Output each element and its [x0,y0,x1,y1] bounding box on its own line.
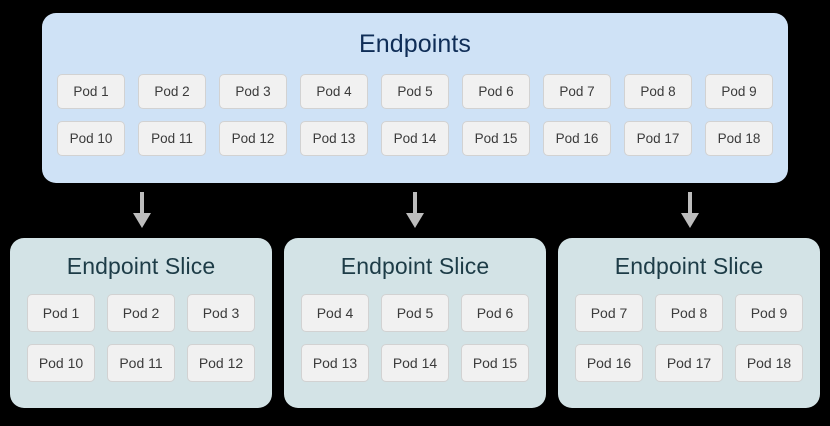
pod-chip[interactable]: Pod 18 [705,121,773,156]
pod-chip[interactable]: Pod 14 [381,344,449,382]
endpoints-pod-row-2: Pod 10 Pod 11 Pod 12 Pod 13 Pod 14 Pod 1… [57,121,773,156]
endpoint-slice-3: Endpoint Slice Pod 7 Pod 8 Pod 9 Pod 16 … [558,238,820,408]
endpoint-slice-1: Endpoint Slice Pod 1 Pod 2 Pod 3 Pod 10 … [10,238,272,408]
pod-chip[interactable]: Pod 15 [462,121,530,156]
pod-chip[interactable]: Pod 7 [543,74,611,109]
pod-chip[interactable]: Pod 9 [735,294,803,332]
pod-chip[interactable]: Pod 3 [187,294,255,332]
pod-chip[interactable]: Pod 13 [300,121,368,156]
pod-chip[interactable]: Pod 14 [381,121,449,156]
pod-chip[interactable]: Pod 2 [138,74,206,109]
pod-chip[interactable]: Pod 16 [543,121,611,156]
endpoint-slice-pod-row-2: Pod 16 Pod 17 Pod 18 [575,344,803,382]
endpoints-title: Endpoints [358,30,472,58]
pod-chip[interactable]: Pod 12 [219,121,287,156]
endpoints-pod-row-1: Pod 1 Pod 2 Pod 3 Pod 4 Pod 5 Pod 6 Pod … [57,74,773,109]
pod-chip[interactable]: Pod 8 [624,74,692,109]
pod-chip[interactable]: Pod 10 [27,344,95,382]
pod-chip[interactable]: Pod 13 [301,344,369,382]
pod-chip[interactable]: Pod 16 [575,344,643,382]
pod-chip[interactable]: Pod 17 [624,121,692,156]
pod-chip[interactable]: Pod 11 [138,121,206,156]
endpoint-slice-pod-row-1: Pod 1 Pod 2 Pod 3 [27,294,255,332]
arrow-down-icon [679,192,701,228]
pod-chip[interactable]: Pod 4 [301,294,369,332]
pod-chip[interactable]: Pod 9 [705,74,773,109]
arrow-down-icon [404,192,426,228]
pod-chip[interactable]: Pod 1 [27,294,95,332]
pod-chip[interactable]: Pod 3 [219,74,287,109]
arrow-down-icon [131,192,153,228]
pod-chip[interactable]: Pod 15 [461,344,529,382]
pod-chip[interactable]: Pod 10 [57,121,125,156]
pod-chip[interactable]: Pod 12 [187,344,255,382]
pod-chip[interactable]: Pod 1 [57,74,125,109]
endpoints-pod-grid: Pod 1 Pod 2 Pod 3 Pod 4 Pod 5 Pod 6 Pod … [42,74,788,156]
pod-chip[interactable]: Pod 5 [381,294,449,332]
pod-chip[interactable]: Pod 11 [107,344,175,382]
endpoint-slice-pod-row-2: Pod 13 Pod 14 Pod 15 [301,344,529,382]
endpoint-slice-pod-row-1: Pod 4 Pod 5 Pod 6 [301,294,529,332]
pod-chip[interactable]: Pod 4 [300,74,368,109]
pod-chip[interactable]: Pod 5 [381,74,449,109]
pod-chip[interactable]: Pod 6 [462,74,530,109]
endpoint-slice-2: Endpoint Slice Pod 4 Pod 5 Pod 6 Pod 13 … [284,238,546,408]
pod-chip[interactable]: Pod 18 [735,344,803,382]
pod-chip[interactable]: Pod 17 [655,344,723,382]
endpoint-slice-title: Endpoint Slice [340,253,490,279]
endpoints-container: Endpoints Pod 1 Pod 2 Pod 3 Pod 4 Pod 5 … [42,13,788,183]
endpoint-slice-title: Endpoint Slice [66,253,216,279]
endpoint-slice-pod-row-2: Pod 10 Pod 11 Pod 12 [27,344,255,382]
endpoint-slice-pod-grid: Pod 4 Pod 5 Pod 6 Pod 13 Pod 14 Pod 15 [284,294,546,382]
pod-chip[interactable]: Pod 7 [575,294,643,332]
pod-chip[interactable]: Pod 8 [655,294,723,332]
pod-chip[interactable]: Pod 6 [461,294,529,332]
endpoint-slice-pod-grid: Pod 7 Pod 8 Pod 9 Pod 16 Pod 17 Pod 18 [558,294,820,382]
pod-chip[interactable]: Pod 2 [107,294,175,332]
endpoint-slice-pod-row-1: Pod 7 Pod 8 Pod 9 [575,294,803,332]
endpoint-slice-pod-grid: Pod 1 Pod 2 Pod 3 Pod 10 Pod 11 Pod 12 [10,294,272,382]
endpoint-slice-title: Endpoint Slice [614,253,764,279]
